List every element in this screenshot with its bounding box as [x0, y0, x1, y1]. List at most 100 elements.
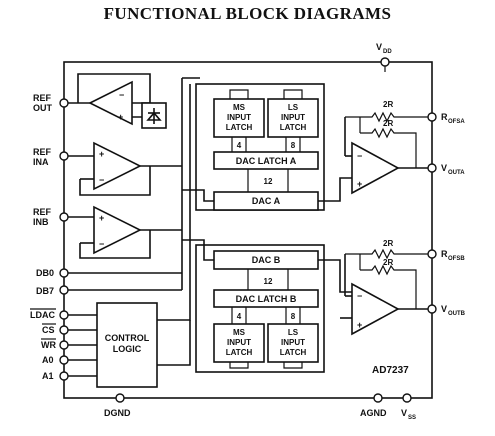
ref-ina-buffer: + −	[93, 141, 142, 191]
pin-vouta: V OUTA	[427, 163, 465, 176]
svg-text:V: V	[441, 163, 447, 173]
dac-b: DAC B	[213, 250, 319, 270]
pin-db0: DB0	[36, 268, 69, 278]
svg-text:DAC LATCH B: DAC LATCH B	[236, 294, 297, 304]
svg-text:+: +	[118, 112, 123, 122]
svg-text:V: V	[376, 42, 382, 52]
svg-text:−: −	[357, 151, 362, 161]
svg-text:OFSA: OFSA	[448, 119, 465, 125]
ls-input-latch-b: LS INPUT LATCH	[267, 323, 319, 363]
dac-a: DAC A	[213, 191, 319, 211]
svg-text:V: V	[441, 304, 447, 314]
svg-text:LS: LS	[288, 103, 299, 112]
svg-text:−: −	[99, 239, 104, 249]
svg-text:−: −	[357, 291, 362, 301]
svg-text:MS: MS	[233, 328, 246, 337]
pin-agnd: AGND	[360, 393, 387, 418]
svg-text:+: +	[99, 213, 104, 223]
svg-text:+: +	[357, 320, 362, 330]
output-amp-a: − +	[351, 141, 400, 195]
dac-latch-b: DAC LATCH B	[213, 289, 319, 308]
pin-ref-inb: REF INB	[33, 207, 69, 227]
svg-text:+: +	[99, 149, 104, 159]
svg-text:R: R	[441, 112, 448, 122]
svg-text:DB0: DB0	[36, 268, 54, 278]
svg-text:DAC A: DAC A	[252, 196, 281, 206]
svg-text:+: +	[357, 179, 362, 189]
svg-text:−: −	[119, 90, 124, 100]
svg-text:DAC B: DAC B	[252, 255, 281, 265]
bus-label-ms-a: 4	[237, 141, 242, 150]
diagram-title: FUNCTIONAL BLOCK DIAGRAMS	[103, 4, 392, 23]
pin-a1: A1	[42, 371, 69, 381]
svg-text:INPUT: INPUT	[227, 338, 251, 347]
ms-input-latch-a: MS INPUT LATCH	[213, 98, 265, 138]
pin-db7: DB7	[36, 285, 69, 296]
svg-text:DGND: DGND	[104, 408, 131, 418]
svg-text:REF: REF	[33, 147, 52, 157]
resistor-b1: 2R	[345, 239, 428, 260]
pin-ldac: LDAC	[30, 308, 69, 320]
svg-text:CS: CS	[42, 325, 55, 335]
bus-label-ls-b: 8	[291, 312, 296, 321]
bus-label-ms-b: 4	[237, 312, 242, 321]
pin-ref-out: REF OUT	[33, 93, 69, 113]
bus-label-dac-a: 12	[264, 177, 273, 186]
ls-input-latch-a: LS INPUT LATCH	[267, 98, 319, 138]
svg-text:LATCH: LATCH	[280, 123, 307, 132]
svg-text:LATCH: LATCH	[226, 348, 253, 357]
pin-a0: A0	[42, 355, 69, 365]
ms-input-latch-b: MS INPUT LATCH	[213, 323, 265, 363]
svg-text:OFSB: OFSB	[448, 256, 465, 262]
svg-text:DAC LATCH A: DAC LATCH A	[236, 156, 297, 166]
bus-label-dac-b: 12	[264, 277, 273, 286]
svg-text:CONTROL: CONTROL	[105, 333, 150, 343]
ref-inb-buffer: + −	[93, 205, 142, 255]
svg-text:DD: DD	[383, 49, 392, 55]
pin-wr: WR	[41, 338, 69, 350]
dac-b-group	[195, 244, 325, 373]
pin-rofsa: R OFSA	[427, 112, 465, 125]
zener-reference	[141, 102, 167, 129]
svg-text:2R: 2R	[383, 119, 393, 128]
svg-text:V: V	[401, 408, 407, 418]
svg-text:2R: 2R	[383, 258, 393, 267]
dac-latch-a: DAC LATCH A	[213, 151, 319, 170]
svg-text:LS: LS	[288, 328, 299, 337]
svg-text:OUTB: OUTB	[448, 311, 466, 317]
svg-text:2R: 2R	[383, 100, 393, 109]
svg-text:SS: SS	[408, 415, 416, 421]
svg-text:A1: A1	[42, 371, 54, 381]
svg-text:LOGIC: LOGIC	[113, 344, 142, 354]
part-number: AD7237	[372, 365, 409, 376]
pin-vdd: V DD	[376, 42, 392, 67]
resistor-a1: 2R	[345, 100, 428, 123]
pin-rofsb: R OFSB	[427, 249, 465, 262]
pin-voutb: V OUTB	[427, 304, 466, 317]
svg-text:AGND: AGND	[360, 408, 387, 418]
pin-vss: V SS	[401, 393, 416, 421]
pin-cs: CS	[42, 323, 69, 335]
svg-text:DB7: DB7	[36, 286, 54, 296]
svg-text:INPUT: INPUT	[281, 113, 305, 122]
pin-ref-ina: REF INA	[33, 147, 69, 167]
chip-outline	[63, 61, 433, 399]
svg-text:OUT: OUT	[33, 103, 53, 113]
svg-text:LATCH: LATCH	[280, 348, 307, 357]
svg-text:REF: REF	[33, 93, 52, 103]
svg-text:INB: INB	[33, 217, 49, 227]
svg-text:WR: WR	[41, 340, 56, 350]
resistor-a2: 2R	[359, 117, 417, 168]
svg-text:INA: INA	[33, 157, 49, 167]
control-logic: CONTROL LOGIC	[96, 302, 158, 388]
svg-text:LDAC: LDAC	[30, 310, 55, 320]
pin-dgnd: DGND	[104, 393, 131, 418]
svg-text:OUTA: OUTA	[448, 170, 465, 176]
svg-text:R: R	[441, 249, 448, 259]
svg-text:INPUT: INPUT	[281, 338, 305, 347]
svg-text:LATCH: LATCH	[226, 123, 253, 132]
svg-text:MS: MS	[233, 103, 246, 112]
svg-text:INPUT: INPUT	[227, 113, 251, 122]
output-amp-b: − +	[351, 282, 400, 336]
